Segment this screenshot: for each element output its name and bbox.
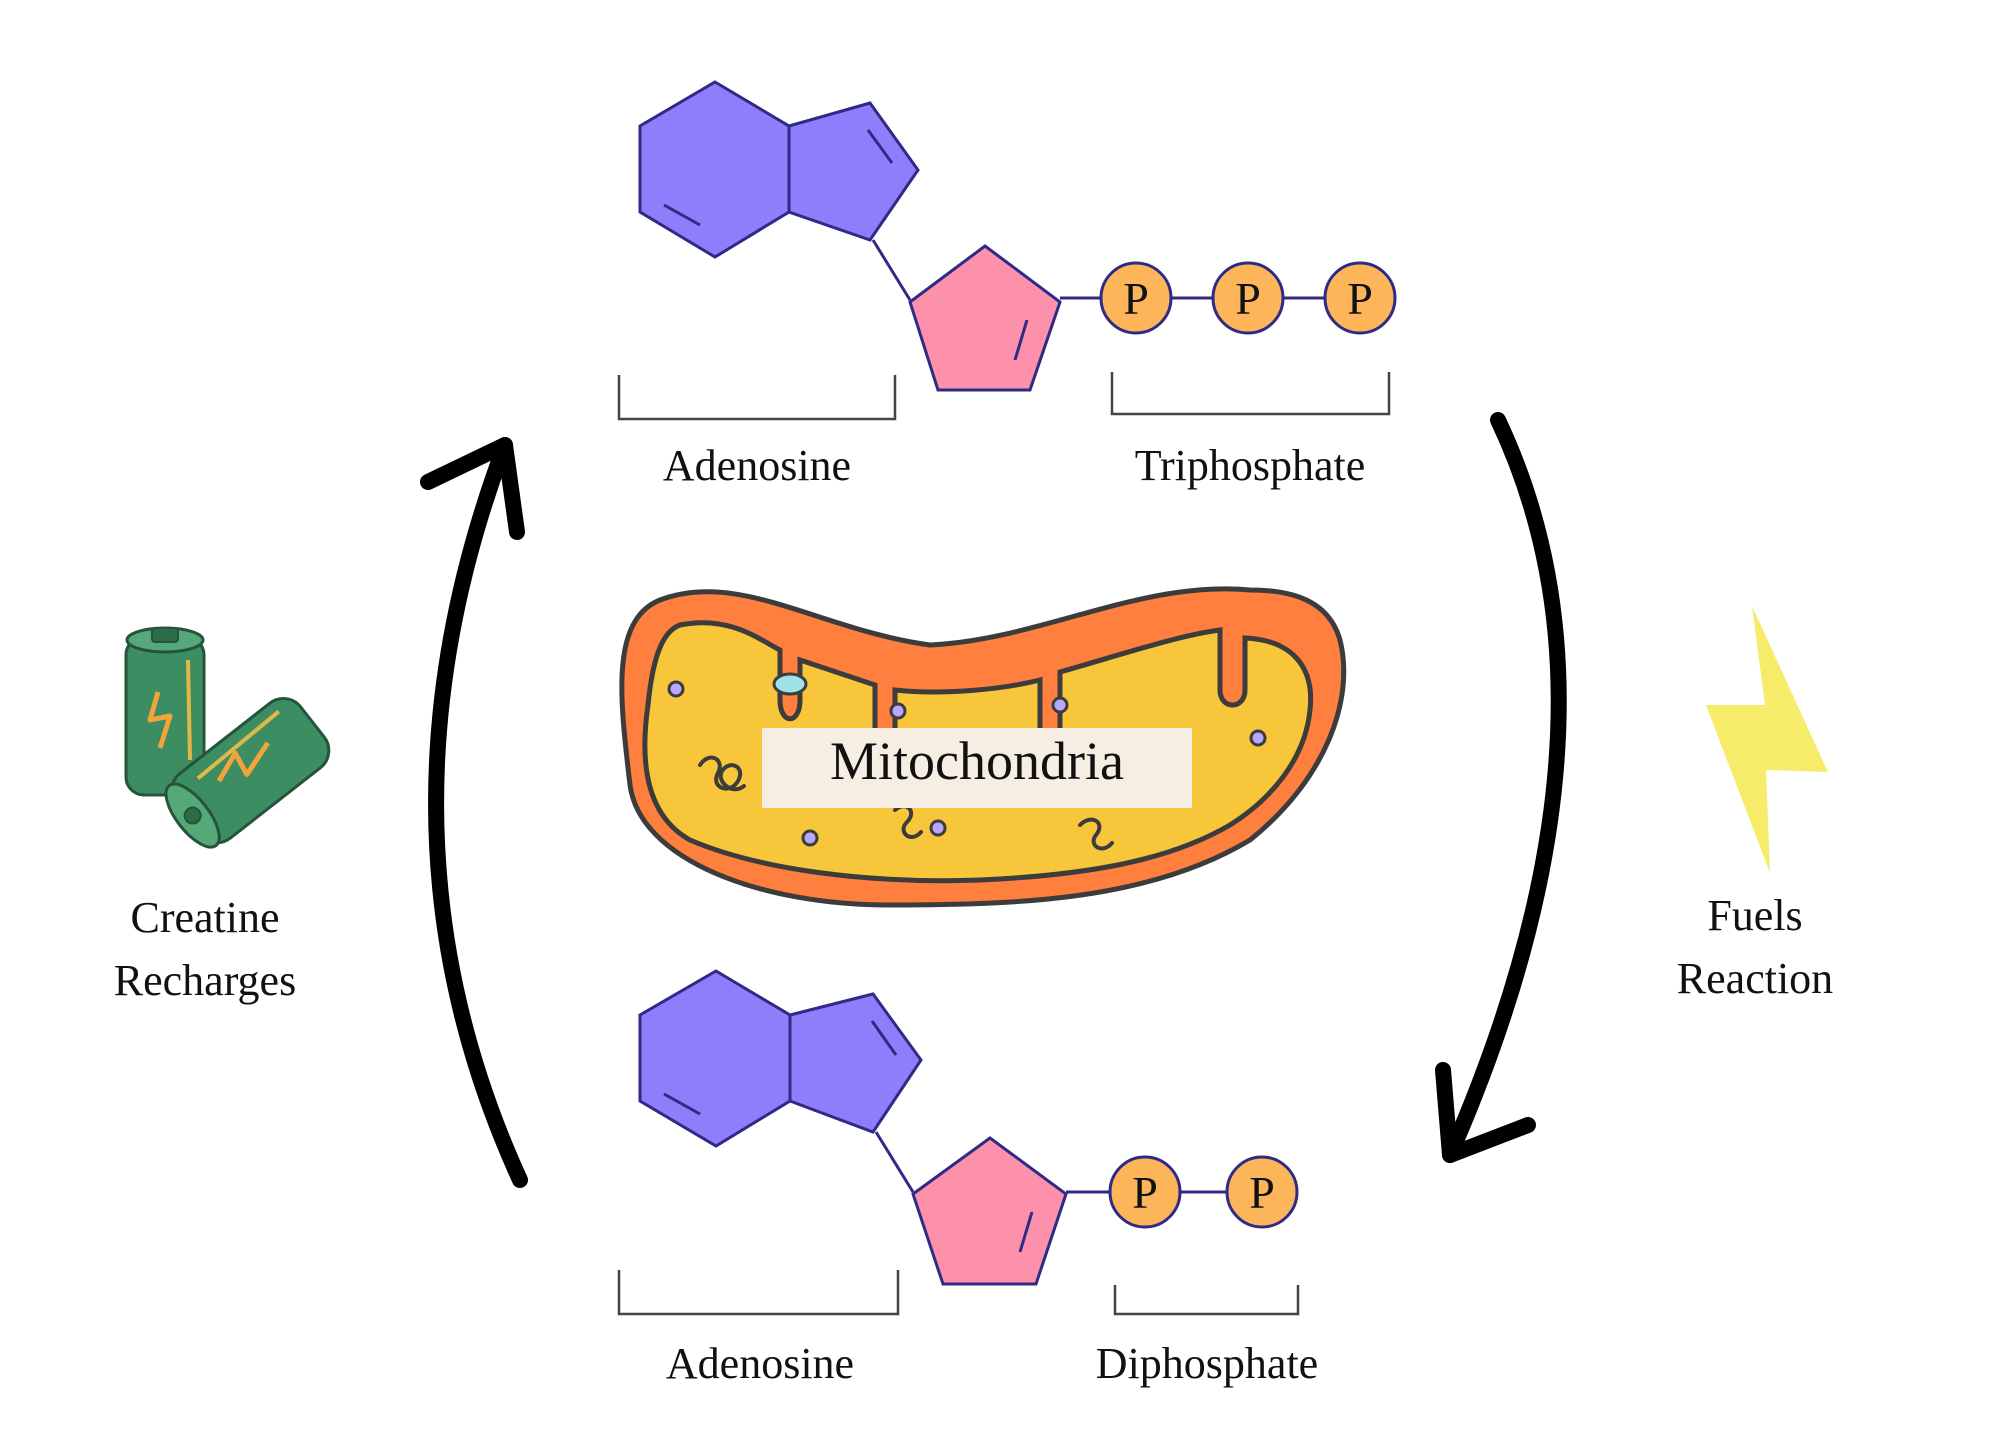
matrix-dot	[667, 680, 685, 698]
phosphate-symbol: P	[1123, 273, 1149, 324]
matrix-dot	[801, 829, 819, 847]
atp-triphosphate-label: Triphosphate	[1135, 441, 1366, 490]
left-curved-arrow	[428, 437, 528, 1188]
dna-squiggle-left	[698, 755, 746, 792]
adp-bond-line	[874, 1131, 915, 1193]
fuels-label-line1: Fuels	[1707, 891, 1802, 940]
adp-molecule: P P Adenosine Diphosphate	[617, 969, 1318, 1388]
creatine-label-line2: Recharges	[114, 956, 296, 1005]
atp-phosphate-2: P	[1211, 261, 1285, 335]
phosphate-circle	[1225, 1155, 1299, 1229]
atp-pentagon-double-bond	[866, 129, 894, 164]
mitochondria-label-box	[762, 728, 1192, 808]
battery-icon	[124, 626, 206, 797]
matrix-dot	[889, 702, 907, 720]
right-curved-arrow	[1442, 412, 1567, 1163]
mitochondria-illustration: Mitochondria	[619, 586, 1347, 908]
phosphate-symbol: P	[1235, 273, 1261, 324]
atp-phosphate-1: P	[1099, 261, 1173, 335]
atp-adenosine-bracket	[617, 375, 897, 421]
atp-pentagon-ring	[787, 101, 920, 242]
matrix-dot	[1249, 729, 1267, 747]
adp-hexagon-double-bond	[663, 1092, 701, 1116]
atp-hexagon-double-bond	[663, 203, 701, 227]
adp-diphosphate-label: Diphosphate	[1096, 1339, 1318, 1388]
cycle-arrows	[420, 412, 1567, 1188]
phosphate-circle	[1108, 1155, 1182, 1229]
fuels-label-line2: Reaction	[1677, 954, 1833, 1003]
matrix-dot	[1051, 696, 1069, 714]
creatine-label-line1: Creatine	[130, 893, 279, 942]
battery-icon	[164, 697, 331, 849]
adp-ribose-double-bond	[1018, 1211, 1034, 1253]
lightning-bolt-shape	[1706, 606, 1828, 873]
adp-pentagon-double-bond	[870, 1020, 898, 1056]
atp-adenosine-label: Adenosine	[663, 441, 851, 490]
atp-ribose-ring	[908, 244, 1062, 392]
adp-hexagon-ring	[638, 969, 792, 1148]
phosphate-symbol: P	[1347, 273, 1373, 324]
dna-squiggle-right	[1078, 817, 1114, 851]
adp-phosphate-1: P	[1108, 1155, 1182, 1229]
atp-ribose-double-bond	[1013, 319, 1029, 361]
ribosome-granule	[772, 672, 808, 696]
adp-ribose-ring	[911, 1136, 1068, 1286]
atp-hexagon-ring	[638, 80, 791, 259]
atp-phosphate-3: P	[1323, 261, 1397, 335]
phosphate-symbol: P	[1132, 1167, 1158, 1218]
phosphate-symbol: P	[1249, 1167, 1275, 1218]
matrix-dots	[667, 680, 1267, 847]
left-arrowhead-icon	[420, 437, 525, 540]
phosphate-circle	[1211, 261, 1285, 335]
adp-diphosphate-bracket	[1113, 1285, 1300, 1316]
phosphate-circle	[1099, 261, 1173, 335]
phosphate-circle	[1323, 261, 1397, 335]
matrix-dot	[929, 819, 947, 837]
adp-adenosine-label: Adenosine	[666, 1339, 854, 1388]
right-arrowhead-icon	[1435, 1062, 1536, 1163]
atp-molecule: P P P Adenosine Triphosphate	[617, 80, 1397, 490]
creatine-batteries	[124, 626, 331, 849]
mitochondria-label: Mitochondria	[830, 731, 1124, 791]
atp-triphosphate-bracket	[1110, 372, 1391, 416]
adp-pentagon-ring	[788, 992, 923, 1134]
adp-adenosine-bracket	[617, 1270, 900, 1316]
adp-phosphate-2: P	[1225, 1155, 1299, 1229]
atp-bond-line	[871, 239, 912, 301]
